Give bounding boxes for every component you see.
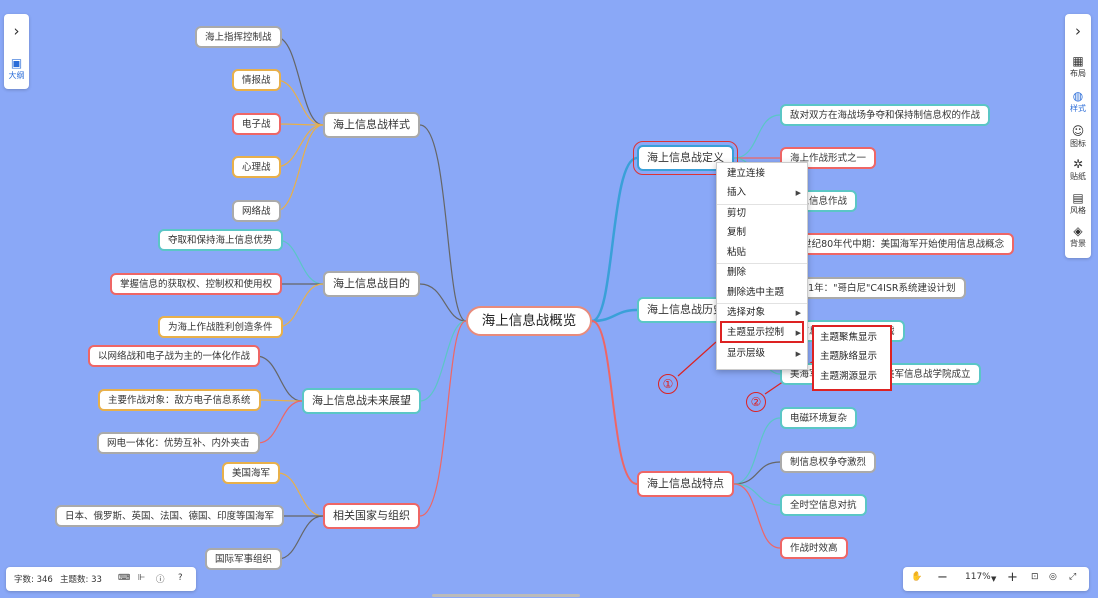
- display-control-submenu: 主题聚焦显示 主题脉络显示 主题溯源显示: [812, 325, 892, 391]
- fit-icon[interactable]: ⊡: [1031, 572, 1039, 582]
- menu-divider: [717, 204, 807, 205]
- outline-icon: ▣: [10, 56, 23, 70]
- menu-item-create-link[interactable]: 建立连接: [727, 168, 766, 179]
- topic-future[interactable]: 海上信息战未来展望: [302, 388, 421, 414]
- subtopic[interactable]: 日本、俄罗斯、英国、法国、德国、印度等国海军: [55, 505, 285, 527]
- subtopic[interactable]: 主要作战对象：敌方电子信息系统: [98, 389, 261, 411]
- subtopic[interactable]: 制信息权争夺激烈: [780, 451, 877, 473]
- tool-label: 背景: [1070, 239, 1086, 248]
- info-icon[interactable]: ⓘ: [156, 575, 165, 585]
- tool-label: 布局: [1070, 69, 1086, 78]
- menu-divider: [717, 303, 807, 304]
- outline-label: 大纲: [8, 71, 25, 80]
- subtopic[interactable]: 以网络战和电子战为主的一体化作战: [88, 345, 261, 367]
- highlight-box: [720, 321, 804, 343]
- menu-item-paste[interactable]: 粘贴: [727, 247, 747, 258]
- tool-layout[interactable]: ▦布局: [1065, 54, 1091, 79]
- annotation-marker-2: ②: [746, 392, 766, 412]
- zoom-in-button[interactable]: +: [1007, 570, 1018, 585]
- palette-icon: ◍: [1072, 89, 1084, 103]
- tool-label: 贴纸: [1070, 172, 1086, 181]
- subtopic[interactable]: 全时空信息对抗: [780, 494, 867, 516]
- submenu-item-context[interactable]: 主题脉络显示: [820, 351, 878, 362]
- subtopic[interactable]: 电子战: [232, 113, 281, 135]
- subtopic[interactable]: 夺取和保持海上信息优势: [158, 229, 283, 251]
- chevron-right-icon[interactable]: ›: [1075, 22, 1081, 40]
- subtopic[interactable]: 为海上作战胜利创造条件: [158, 316, 283, 338]
- menu-item-cut[interactable]: 剪切: [727, 208, 747, 219]
- subtopic[interactable]: 海上指挥控制战: [195, 26, 282, 48]
- smiley-icon: ☺: [1071, 124, 1085, 138]
- hand-icon[interactable]: ✋: [911, 572, 923, 582]
- subtopic[interactable]: 作战时效高: [780, 537, 848, 559]
- subtopic[interactable]: 心理战: [232, 156, 281, 178]
- keyboard-icon[interactable]: ⌨: [118, 573, 131, 583]
- subtopic[interactable]: 电磁环境复杂: [780, 407, 858, 429]
- context-menu: 建立连接 插入 ▶ 剪切 复制 粘贴 删除 删除选中主题 选择对象 ▶ 主题显示…: [716, 162, 808, 370]
- topic-goals[interactable]: 海上信息战目的: [323, 271, 420, 297]
- subtopic[interactable]: 情报战: [232, 69, 281, 91]
- grid-icon: ▤: [1072, 191, 1084, 205]
- annotation-marker-1: ①: [658, 374, 678, 394]
- subtopic[interactable]: 网络战: [232, 200, 281, 222]
- menu-item-delete-selected[interactable]: 删除选中主题: [727, 287, 785, 298]
- chevron-right-icon[interactable]: ›: [13, 22, 20, 40]
- chevron-right-icon: ▶: [795, 350, 801, 358]
- topic-styles[interactable]: 海上信息战样式: [323, 112, 420, 138]
- right-panel: › ▦布局 ◍样式 ☺图标 ✲贴纸 ▤风格 ◈背景: [1065, 14, 1091, 258]
- fullscreen-icon[interactable]: ⤢: [1069, 572, 1077, 582]
- chevron-right-icon: ▶: [795, 309, 801, 317]
- submenu-item-trace[interactable]: 主题溯源显示: [820, 371, 878, 382]
- format-icon[interactable]: ⊩: [138, 573, 146, 583]
- chevron-down-icon[interactable]: ▼: [991, 575, 997, 583]
- left-panel: › ▣ 大纲: [4, 14, 29, 89]
- menu-item-topic-display-control[interactable]: 主题显示控制: [727, 327, 785, 338]
- zoom-out-button[interactable]: −: [937, 570, 948, 585]
- topic-count: 主题数: 33: [60, 575, 102, 585]
- layers-icon: ◈: [1073, 224, 1083, 238]
- subtopic[interactable]: 掌握信息的获取权、控制权和使用权: [110, 273, 283, 295]
- menu-item-insert[interactable]: 插入: [727, 187, 747, 198]
- horizontal-scrollbar[interactable]: [432, 594, 580, 597]
- tool-background[interactable]: ◈背景: [1065, 224, 1091, 249]
- tool-icon[interactable]: ☺图标: [1065, 124, 1091, 149]
- menu-item-display-level[interactable]: 显示层级: [727, 348, 766, 359]
- tool-label: 图标: [1070, 139, 1086, 148]
- chevron-right-icon: ▶: [795, 189, 801, 197]
- layout-icon: ▦: [1072, 54, 1084, 68]
- word-count: 字数: 346: [14, 575, 53, 585]
- sticker-icon: ✲: [1072, 157, 1084, 171]
- subtopic[interactable]: 美国海军: [222, 462, 281, 484]
- tool-sticker[interactable]: ✲贴纸: [1065, 157, 1091, 182]
- menu-item-delete[interactable]: 删除: [727, 267, 747, 278]
- help-icon[interactable]: ?: [178, 573, 183, 583]
- menu-item-select-object[interactable]: 选择对象: [727, 307, 766, 318]
- subtopic[interactable]: 敌对双方在海战场争夺和保持制信息权的作战: [780, 104, 991, 126]
- menu-divider: [717, 263, 807, 264]
- menu-item-copy[interactable]: 复制: [727, 227, 747, 238]
- submenu-item-focus[interactable]: 主题聚焦显示: [820, 332, 878, 343]
- topic-features[interactable]: 海上信息战特点: [637, 471, 734, 497]
- tool-style[interactable]: ◍样式: [1065, 89, 1091, 114]
- subtopic[interactable]: 国际军事组织: [205, 548, 283, 570]
- zoom-bar: ✋ − 117% ▼ + ⊡ ◎ ⤢: [903, 567, 1089, 591]
- target-icon[interactable]: ◎: [1049, 572, 1057, 582]
- chevron-right-icon: ▶: [795, 329, 801, 337]
- subtopic[interactable]: 网电一体化：优势互补、内外夹击: [97, 432, 260, 454]
- tool-theme[interactable]: ▤风格: [1065, 191, 1091, 216]
- outline-button[interactable]: ▣ 大纲: [4, 56, 29, 81]
- zoom-level[interactable]: 117%: [965, 572, 991, 582]
- tool-label: 风格: [1070, 206, 1086, 215]
- status-bar: 字数: 346 主题数: 33 ⌨ ⊩ ⓘ ?: [6, 567, 196, 591]
- root-topic[interactable]: 海上信息战概览: [466, 306, 592, 336]
- topic-countries[interactable]: 相关国家与组织: [323, 503, 420, 529]
- subtopic[interactable]: 20世纪80年代中期：美国海军开始使用信息战概念: [780, 233, 1015, 255]
- tool-label: 样式: [1070, 104, 1086, 113]
